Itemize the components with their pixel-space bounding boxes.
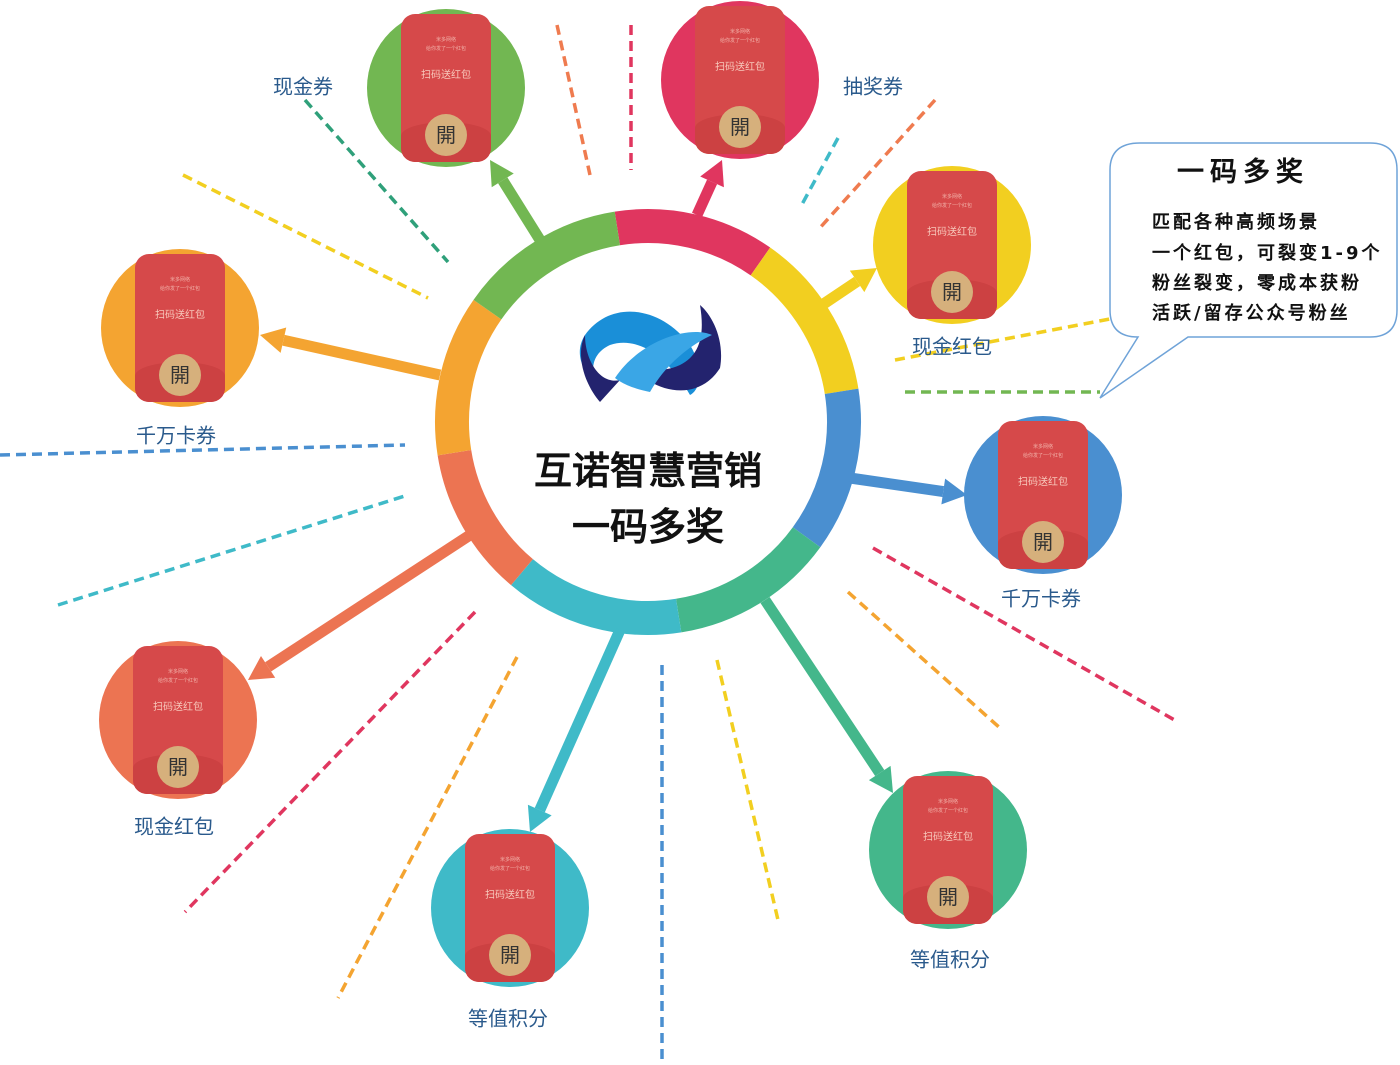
red-envelope: 米多网络给你发了一个红包扫码送红包開 xyxy=(695,6,785,154)
callout-line: 匹配各种高频场景 xyxy=(1152,212,1320,233)
arrow-head xyxy=(527,804,552,832)
callout-line: 一个红包，可裂变1-9个 xyxy=(1152,243,1383,264)
dashed-ray xyxy=(182,173,429,300)
open-button[interactable]: 開 xyxy=(489,934,531,976)
envelope-brand: 米多网络 xyxy=(941,194,962,200)
dashed-ray xyxy=(846,590,1002,730)
envelope-subtitle: 给你发了一个红包 xyxy=(1022,453,1063,459)
dashed-ray xyxy=(894,316,1116,362)
arrow-head xyxy=(260,327,287,353)
logo-swoosh-light xyxy=(615,331,712,392)
open-button[interactable]: 開 xyxy=(927,876,969,918)
ring-segment xyxy=(792,388,861,548)
envelope-main-text: 扫码送红包 xyxy=(927,227,977,238)
reward-label: 现金券 xyxy=(273,74,333,99)
envelope-subtitle: 给你发了一个红包 xyxy=(719,38,760,44)
envelope-brand: 米多网络 xyxy=(499,857,520,863)
red-envelope: 米多网络给你发了一个红包扫码送红包開 xyxy=(133,646,223,794)
ring-segment xyxy=(511,558,682,635)
callout-bubble xyxy=(1099,142,1398,399)
arrow-shaft xyxy=(534,627,626,813)
envelope-main-text: 扫码送红包 xyxy=(421,70,471,81)
arrow-shaft xyxy=(849,472,945,497)
arrow-shaft xyxy=(498,177,545,243)
envelope-subtitle: 给你发了一个红包 xyxy=(931,203,972,209)
dashed-ray xyxy=(0,443,406,457)
red-envelope: 米多网络给你发了一个红包扫码送红包開 xyxy=(903,776,993,924)
envelope-brand: 米多网络 xyxy=(435,37,456,43)
callout-title: 一码多奖 xyxy=(1177,157,1309,188)
ring-segment xyxy=(750,247,859,395)
envelope-brand: 米多网络 xyxy=(729,29,750,35)
red-envelope: 米多网络给你发了一个红包扫码送红包開 xyxy=(135,254,225,402)
arrow-head xyxy=(490,160,514,188)
envelope-main-text: 扫码送红包 xyxy=(153,702,203,713)
envelope-brand: 米多网络 xyxy=(167,669,188,675)
arrow-head xyxy=(868,765,893,793)
envelope-brand: 米多网络 xyxy=(169,277,190,283)
envelope-subtitle: 给你发了一个红包 xyxy=(927,808,968,814)
dashed-ray xyxy=(555,24,592,176)
arrow-shaft xyxy=(691,179,718,218)
reward-label: 千万卡券 xyxy=(1001,586,1081,611)
arrow-head xyxy=(248,655,276,680)
envelope-main-text: 扫码送红包 xyxy=(923,832,973,843)
logo-swoosh-navy xyxy=(635,305,722,391)
open-button[interactable]: 開 xyxy=(159,354,201,396)
envelope-subtitle: 给你发了一个红包 xyxy=(159,286,200,292)
reward-label: 现金红包 xyxy=(134,814,214,839)
callout-line: 粉丝裂变，零成本获粉 xyxy=(1152,273,1362,294)
envelope-main-text: 扫码送红包 xyxy=(485,890,535,901)
envelope-main-text: 扫码送红包 xyxy=(1018,477,1068,488)
reward-label: 等值积分 xyxy=(910,947,990,972)
red-envelope: 米多网络给你发了一个红包扫码送红包開 xyxy=(998,421,1088,569)
dashed-ray xyxy=(872,546,1179,724)
ring-segment xyxy=(614,209,771,276)
center-title-line1: 互诺智慧营销 xyxy=(533,449,763,493)
arrow-head xyxy=(700,160,724,188)
dashed-ray xyxy=(816,98,937,232)
open-button[interactable]: 開 xyxy=(1022,521,1064,563)
arrow-head xyxy=(849,268,877,293)
reward-label: 抽奖券 xyxy=(843,74,903,99)
ring-segment xyxy=(435,299,502,456)
envelope-subtitle: 给你发了一个红包 xyxy=(489,866,530,872)
open-button[interactable]: 開 xyxy=(157,746,199,788)
arrow-shaft xyxy=(760,596,885,777)
envelope-brand: 米多网络 xyxy=(1032,444,1053,450)
dashed-ray xyxy=(715,659,780,921)
red-envelope: 米多网络给你发了一个红包扫码送红包開 xyxy=(465,834,555,982)
arrow-shaft xyxy=(818,276,861,310)
envelope-main-text: 扫码送红包 xyxy=(155,310,205,321)
open-button[interactable]: 開 xyxy=(931,271,973,313)
logo-swoosh-navy xyxy=(580,335,620,402)
dashed-ray xyxy=(57,493,409,607)
logo-swoosh-blue xyxy=(579,311,700,395)
dashed-ray xyxy=(303,98,450,264)
arrow-head xyxy=(941,478,967,505)
envelope-main-text: 扫码送红包 xyxy=(715,62,765,73)
envelope-subtitle: 给你发了一个红包 xyxy=(425,46,466,52)
reward-label: 等值积分 xyxy=(468,1006,548,1031)
center-title-line2: 一码多奖 xyxy=(571,505,725,549)
callout-line: 活跃/留存公众号粉丝 xyxy=(1152,303,1351,324)
reward-label: 现金红包 xyxy=(912,334,992,359)
open-button[interactable]: 開 xyxy=(719,106,761,148)
dashed-ray xyxy=(798,137,840,209)
dashed-ray xyxy=(336,656,519,999)
envelope-subtitle: 给你发了一个红包 xyxy=(157,678,198,684)
arrow-shaft xyxy=(265,530,474,672)
open-button[interactable]: 開 xyxy=(425,114,467,156)
envelope-brand: 米多网络 xyxy=(937,799,958,805)
dashed-ray xyxy=(183,610,477,914)
red-envelope: 米多网络给你发了一个红包扫码送红包開 xyxy=(401,14,491,162)
ring-segment xyxy=(473,211,621,320)
arrow-shaft xyxy=(282,334,442,381)
ring-segment xyxy=(437,449,534,586)
ring-segment xyxy=(675,526,821,633)
red-envelope: 米多网络给你发了一个红包扫码送红包開 xyxy=(907,171,997,319)
reward-label: 千万卡券 xyxy=(136,423,216,448)
